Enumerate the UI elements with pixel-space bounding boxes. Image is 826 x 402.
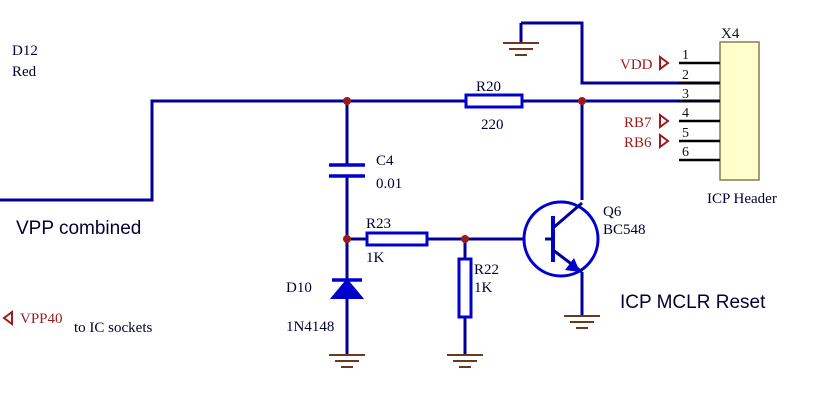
pin-number: 1 <box>682 48 689 63</box>
pin-number: 6 <box>682 145 689 160</box>
junction-dot <box>343 235 351 243</box>
icp-header-x4: X4 ICP Header 1 2 3 4 5 6 <box>679 26 777 207</box>
port-rb6: RB6 <box>624 133 670 151</box>
section-title: ICP MCLR Reset <box>620 292 766 313</box>
pin-number: 4 <box>682 106 689 121</box>
port-arrow-icon <box>659 133 670 149</box>
vdd-label: VDD <box>620 57 653 73</box>
r20-value: 220 <box>481 117 504 133</box>
resistor-r22: R22 1K <box>457 257 499 319</box>
vpp-combined-label: VPP combined <box>16 218 141 239</box>
r20-ref: R20 <box>476 79 501 95</box>
pin-number: 3 <box>682 87 689 102</box>
pin-number: 2 <box>682 68 689 83</box>
r22-ref: R22 <box>474 262 499 278</box>
junctions <box>343 97 586 243</box>
d12-ref: D12 <box>12 43 38 59</box>
pin-number: 5 <box>682 126 689 141</box>
rb7-label: RB7 <box>624 115 652 131</box>
d10-value: 1N4148 <box>286 319 334 335</box>
diode-d10: D10 1N4148 <box>286 278 365 335</box>
transistor-q6: Q6 BC548 <box>522 200 646 278</box>
emitter-arrow-icon <box>565 258 580 272</box>
capacitor-c4: C4 0.01 <box>329 153 402 192</box>
resistor-r20: R20 220 <box>464 79 524 133</box>
vpp40-label: VPP40 <box>20 311 63 327</box>
q6-value: BC548 <box>603 222 646 238</box>
resistor-r23: R23 1K <box>365 216 429 266</box>
x4-caption: ICP Header <box>707 191 777 207</box>
port-arrow-icon <box>659 113 670 129</box>
c4-ref: C4 <box>376 153 394 169</box>
port-arrow-icon <box>659 55 670 71</box>
wires <box>0 21 720 355</box>
junction-dot <box>461 235 469 243</box>
r23-ref: R23 <box>366 216 391 232</box>
vpp40-note: to IC sockets <box>74 320 152 336</box>
header-ground-wire <box>521 21 720 85</box>
ground-icon <box>329 354 365 368</box>
r23-value: 1K <box>366 250 385 266</box>
q6-ref: Q6 <box>603 204 622 220</box>
c4-value: 0.01 <box>376 176 402 192</box>
port-arrow-icon <box>2 310 13 326</box>
vpp-combined-wire <box>0 99 466 202</box>
port-rb7: RB7 <box>624 113 670 131</box>
junction-dot <box>343 97 351 105</box>
ground-icon <box>564 315 600 329</box>
ground-icon <box>503 42 539 56</box>
ground-icon <box>447 354 483 368</box>
port-vdd: VDD <box>620 55 670 73</box>
port-vpp40: VPP40 to IC sockets <box>2 310 152 336</box>
x4-ref: X4 <box>721 26 740 42</box>
d12-color: Red <box>12 64 37 80</box>
r22-value: 1K <box>474 280 493 296</box>
rb6-label: RB6 <box>624 135 652 151</box>
diode-symbol-icon <box>329 278 365 299</box>
d10-ref: D10 <box>286 280 312 296</box>
junction-dot <box>578 97 586 105</box>
